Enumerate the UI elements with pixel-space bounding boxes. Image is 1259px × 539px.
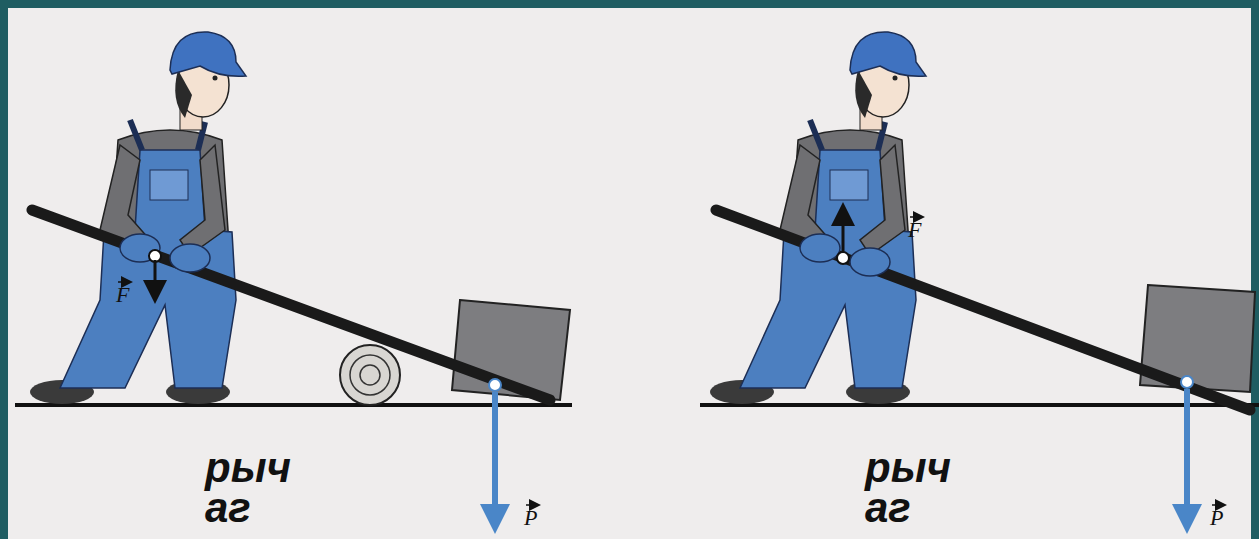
weight-label: P [524, 505, 537, 531]
caption-word: рычаг [865, 448, 973, 528]
weight-label: P [1210, 505, 1223, 531]
caption-word: рычаг [205, 448, 313, 528]
force-label: F [116, 282, 129, 308]
force-label: F [908, 217, 921, 243]
